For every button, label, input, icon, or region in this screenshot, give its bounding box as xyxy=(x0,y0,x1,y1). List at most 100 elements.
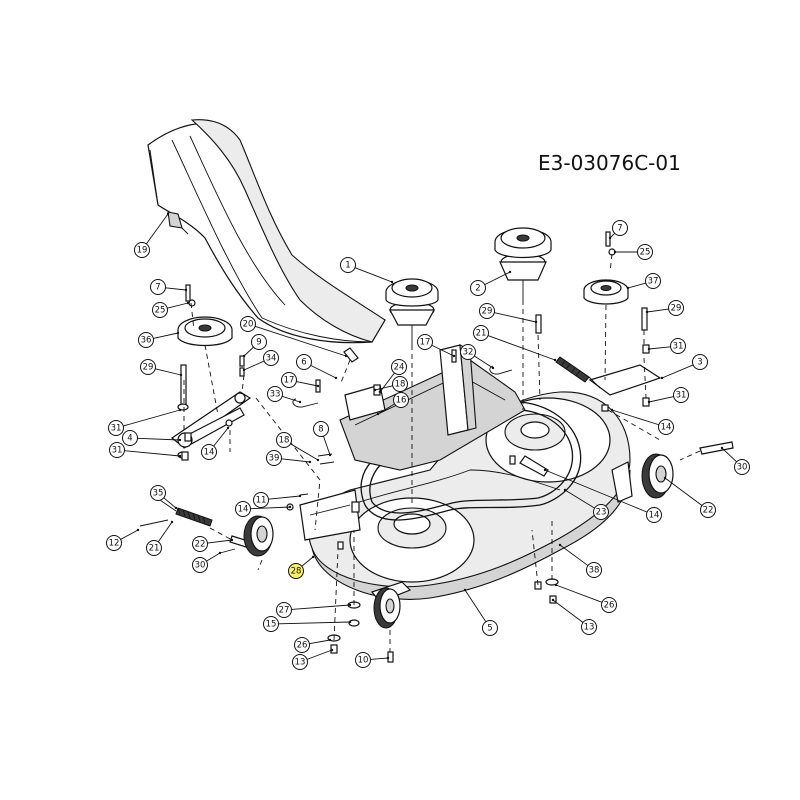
leader-tip xyxy=(534,320,538,324)
callout-c13b: 13 xyxy=(292,648,334,670)
leader-tip xyxy=(378,390,382,394)
callout-c24: 24 xyxy=(378,359,407,394)
callout-c7a: 7 xyxy=(608,220,628,240)
leader-tip xyxy=(554,583,558,587)
callout-number: 8 xyxy=(318,425,323,435)
gauge-wheel-left xyxy=(243,515,274,557)
callout-bubble xyxy=(263,616,279,632)
callout-c29b: 29 xyxy=(645,300,684,316)
leader-line xyxy=(301,556,314,567)
leader-line xyxy=(431,344,455,357)
callout-number: 31 xyxy=(673,342,684,352)
callout-number: 38 xyxy=(589,566,600,576)
leader-tip xyxy=(316,458,320,462)
callout-c33: 33 xyxy=(267,386,302,404)
callout-number: 29 xyxy=(143,363,154,373)
callout-c6: 6 xyxy=(296,354,338,380)
callout-c9: 9 xyxy=(242,334,267,358)
leader-line xyxy=(484,271,511,286)
leader-tip xyxy=(178,408,182,412)
callout-c25b: 25 xyxy=(152,301,190,318)
callout-bubble xyxy=(658,419,674,435)
leader-tip xyxy=(179,373,183,377)
hardware xyxy=(139,231,734,663)
leader-line xyxy=(268,495,301,500)
callout-bubble xyxy=(391,359,407,375)
leader-line xyxy=(296,381,319,387)
callout-c11: 11 xyxy=(253,492,302,508)
callout-number: 21 xyxy=(149,544,160,554)
leader-tip xyxy=(184,288,188,292)
leader-line xyxy=(243,346,254,357)
leader-tip xyxy=(645,310,649,314)
callout-bubble xyxy=(108,420,124,436)
callout-bubble xyxy=(586,562,602,578)
leader-tip xyxy=(452,354,456,358)
callout-number: 9 xyxy=(256,338,261,348)
callout-number: 18 xyxy=(395,380,406,390)
leader-line xyxy=(146,213,169,245)
leader-tip xyxy=(344,354,348,358)
callout-bubble xyxy=(700,502,716,518)
callout-bubble xyxy=(393,392,409,408)
leader-tip xyxy=(186,301,190,305)
leader-tip xyxy=(376,412,380,416)
callout-number: 29 xyxy=(671,304,682,314)
leader-line xyxy=(278,621,351,625)
leader-tip xyxy=(660,376,664,380)
leader-line xyxy=(157,521,173,543)
callout-bubble xyxy=(601,597,617,613)
callout-c4: 4 xyxy=(122,430,182,446)
leader-tip xyxy=(613,250,617,254)
idler-pulley-36 xyxy=(177,316,233,347)
callout-number: 20 xyxy=(243,320,254,330)
idler-pulley-37 xyxy=(583,279,629,305)
callout-bubble xyxy=(146,540,162,556)
callout-c31b: 31 xyxy=(647,387,689,404)
leader-tip xyxy=(308,460,312,464)
leader-line xyxy=(661,364,694,379)
leader-line xyxy=(564,489,595,509)
callout-number: 2 xyxy=(475,284,480,294)
callout-bubble xyxy=(479,303,495,319)
gauge-wheel-right xyxy=(611,453,674,503)
leader-line xyxy=(494,312,537,323)
callout-bubble xyxy=(192,536,208,552)
callout-bubble xyxy=(122,430,138,446)
leader-tip xyxy=(226,426,230,430)
callout-number: 13 xyxy=(295,658,306,668)
callout-number: 36 xyxy=(141,336,152,346)
callout-number: 31 xyxy=(111,424,122,434)
leader-tip xyxy=(242,354,246,358)
callout-bubble xyxy=(201,444,217,460)
callout-bubble xyxy=(281,372,297,388)
callout-number: 35 xyxy=(153,489,164,499)
leader-line xyxy=(379,372,395,393)
callout-c13a: 13 xyxy=(551,598,597,635)
drawing-code: E3-03076C-01 xyxy=(538,151,681,175)
callout-bubble xyxy=(276,432,292,448)
callout-c2: 2 xyxy=(470,270,512,296)
leader-tip xyxy=(330,648,334,652)
callout-number: 19 xyxy=(137,246,148,256)
leader-line xyxy=(213,427,229,447)
callout-c32: 32 xyxy=(460,344,495,370)
leader-line xyxy=(155,368,182,376)
leader-tip xyxy=(647,347,651,351)
callout-bubble xyxy=(263,350,279,366)
leader-tip xyxy=(373,388,377,392)
callout-number: 4 xyxy=(127,434,132,444)
leader-tip xyxy=(298,400,302,404)
spindle-pulley-1 xyxy=(385,278,439,345)
leader-tip xyxy=(463,588,467,592)
leader-tip xyxy=(390,280,394,284)
callout-bubble xyxy=(313,421,329,437)
callout-c29c: 29 xyxy=(140,359,183,377)
callout-number: 22 xyxy=(195,540,206,550)
leader-line xyxy=(627,282,646,289)
callout-c25a: 25 xyxy=(613,244,653,260)
callout-bubble xyxy=(593,504,609,520)
leader-line xyxy=(309,639,331,645)
callout-c36: 36 xyxy=(138,331,180,348)
leader-tip xyxy=(136,528,140,532)
